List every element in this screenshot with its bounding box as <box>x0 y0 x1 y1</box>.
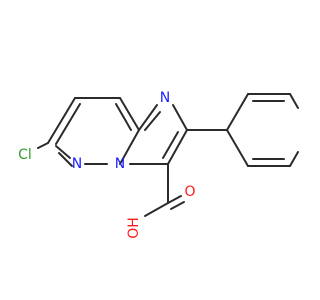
bond-carboxyl-carbonyl <box>167 195 182 204</box>
bond-c6-cl <box>37 142 49 149</box>
atom-label-oh: OH <box>126 217 142 239</box>
bond-phenyl-4-5 <box>289 151 299 167</box>
bond-c4-c8a-inner <box>115 103 132 131</box>
bond-c2-c3 <box>167 129 188 165</box>
bond-c8a-n1-imidazole-inner <box>144 111 161 131</box>
atom-labels: Cl N N N O OH <box>18 90 195 239</box>
bond-c6-c5-inner <box>55 103 81 145</box>
bond-n1-c2 <box>172 104 188 131</box>
bond-carboxyl-hydroxyl <box>144 202 169 217</box>
bond-phenyl-3-4 <box>289 93 299 109</box>
bond-c8a-n4 <box>119 129 140 165</box>
atom-label-n-bridge: N <box>115 156 125 172</box>
bond-c4-c8a <box>119 97 140 131</box>
atom-label-cl: Cl <box>18 147 32 163</box>
atom-label-n-pyridazine: N <box>72 156 82 172</box>
bond-n1-c6-inner <box>58 152 73 167</box>
molecule-structure: Cl N N N O OH <box>0 0 300 300</box>
bond-c2-c3-inner <box>162 131 179 159</box>
bond-c6-c5 <box>47 97 76 144</box>
bond-carboxyl-carbonyl-inner <box>170 201 185 210</box>
atom-label-o-carbonyl: O <box>184 184 195 200</box>
bond-n1-c6 <box>55 145 71 159</box>
bond-c8a-n1-imidazole <box>138 104 158 131</box>
bond-phenyl-1-2 <box>226 93 249 131</box>
bonds <box>37 93 299 217</box>
canvas-background <box>0 0 300 300</box>
bond-phenyl-6-1 <box>226 129 249 167</box>
atom-label-n-imidazole: N <box>160 90 170 106</box>
